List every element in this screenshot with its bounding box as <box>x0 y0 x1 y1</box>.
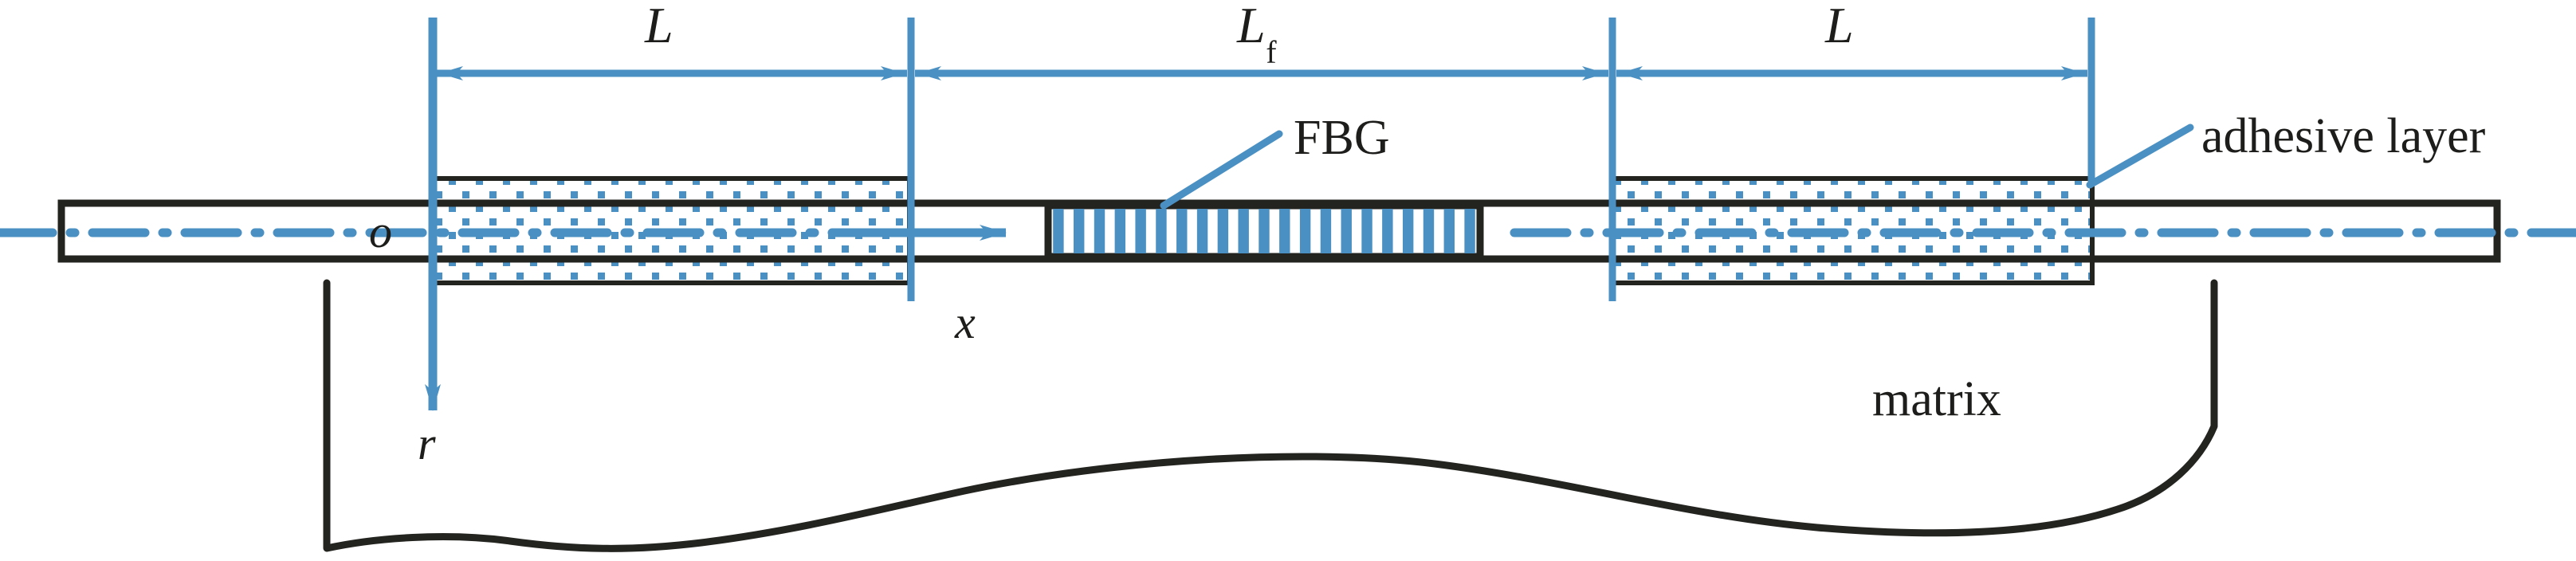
fbg-stripe-group <box>1053 209 1475 253</box>
fbg-stripe <box>1320 209 1332 253</box>
r-axis-label: r <box>418 418 436 469</box>
leader-lines <box>1160 124 2194 210</box>
fbg-stripe <box>1423 209 1435 253</box>
fbg-stripe <box>1464 209 1475 253</box>
fbg-stripe <box>1299 209 1311 253</box>
fbg-grating <box>1044 202 1484 261</box>
fbg-stripe <box>1135 209 1146 253</box>
fbg-stripe <box>1259 209 1270 253</box>
dim-label-right-L: L <box>1825 0 1854 53</box>
fbg-stripe <box>1053 209 1064 253</box>
dim-label-middle-Lf-sub: f <box>1266 34 1277 70</box>
matrix-body <box>323 279 2218 552</box>
dim-label-middle-Lf: Lf <box>1237 0 1277 69</box>
fbg-stripe <box>1156 209 1167 253</box>
dimension-extension-lines <box>907 18 2095 301</box>
adhesive-leader-line <box>2086 124 2194 189</box>
fbg-stripe <box>1074 209 1085 253</box>
fbg-stripe <box>1238 209 1249 253</box>
fbg-callout-label: FBG <box>1294 111 1390 165</box>
fbg-stripe <box>1361 209 1372 253</box>
fbg-stripe <box>1176 209 1188 253</box>
fbg-stripe <box>1196 209 1208 253</box>
fbg-stripe <box>1279 209 1290 253</box>
fbg-stripe <box>1341 209 1352 253</box>
dim-label-left-L: L <box>645 0 673 53</box>
fbg-stripe <box>1217 209 1229 253</box>
fbg-leader-line <box>1160 130 1283 210</box>
fbg-stripe <box>1382 209 1393 253</box>
origin-label: o <box>369 206 392 257</box>
fbg-stripe <box>1114 209 1126 253</box>
dim-label-middle-Lf-base: L <box>1237 0 1266 53</box>
matrix-callout-label: matrix <box>1872 372 2001 426</box>
fbg-stripe <box>1402 209 1414 253</box>
matrix-outline <box>323 279 2218 552</box>
adhesive-callout-label: adhesive layer <box>2201 109 2486 163</box>
x-axis-label: x <box>955 296 976 348</box>
fbg-stripe <box>1443 209 1455 253</box>
fbg-stripe <box>1094 209 1105 253</box>
